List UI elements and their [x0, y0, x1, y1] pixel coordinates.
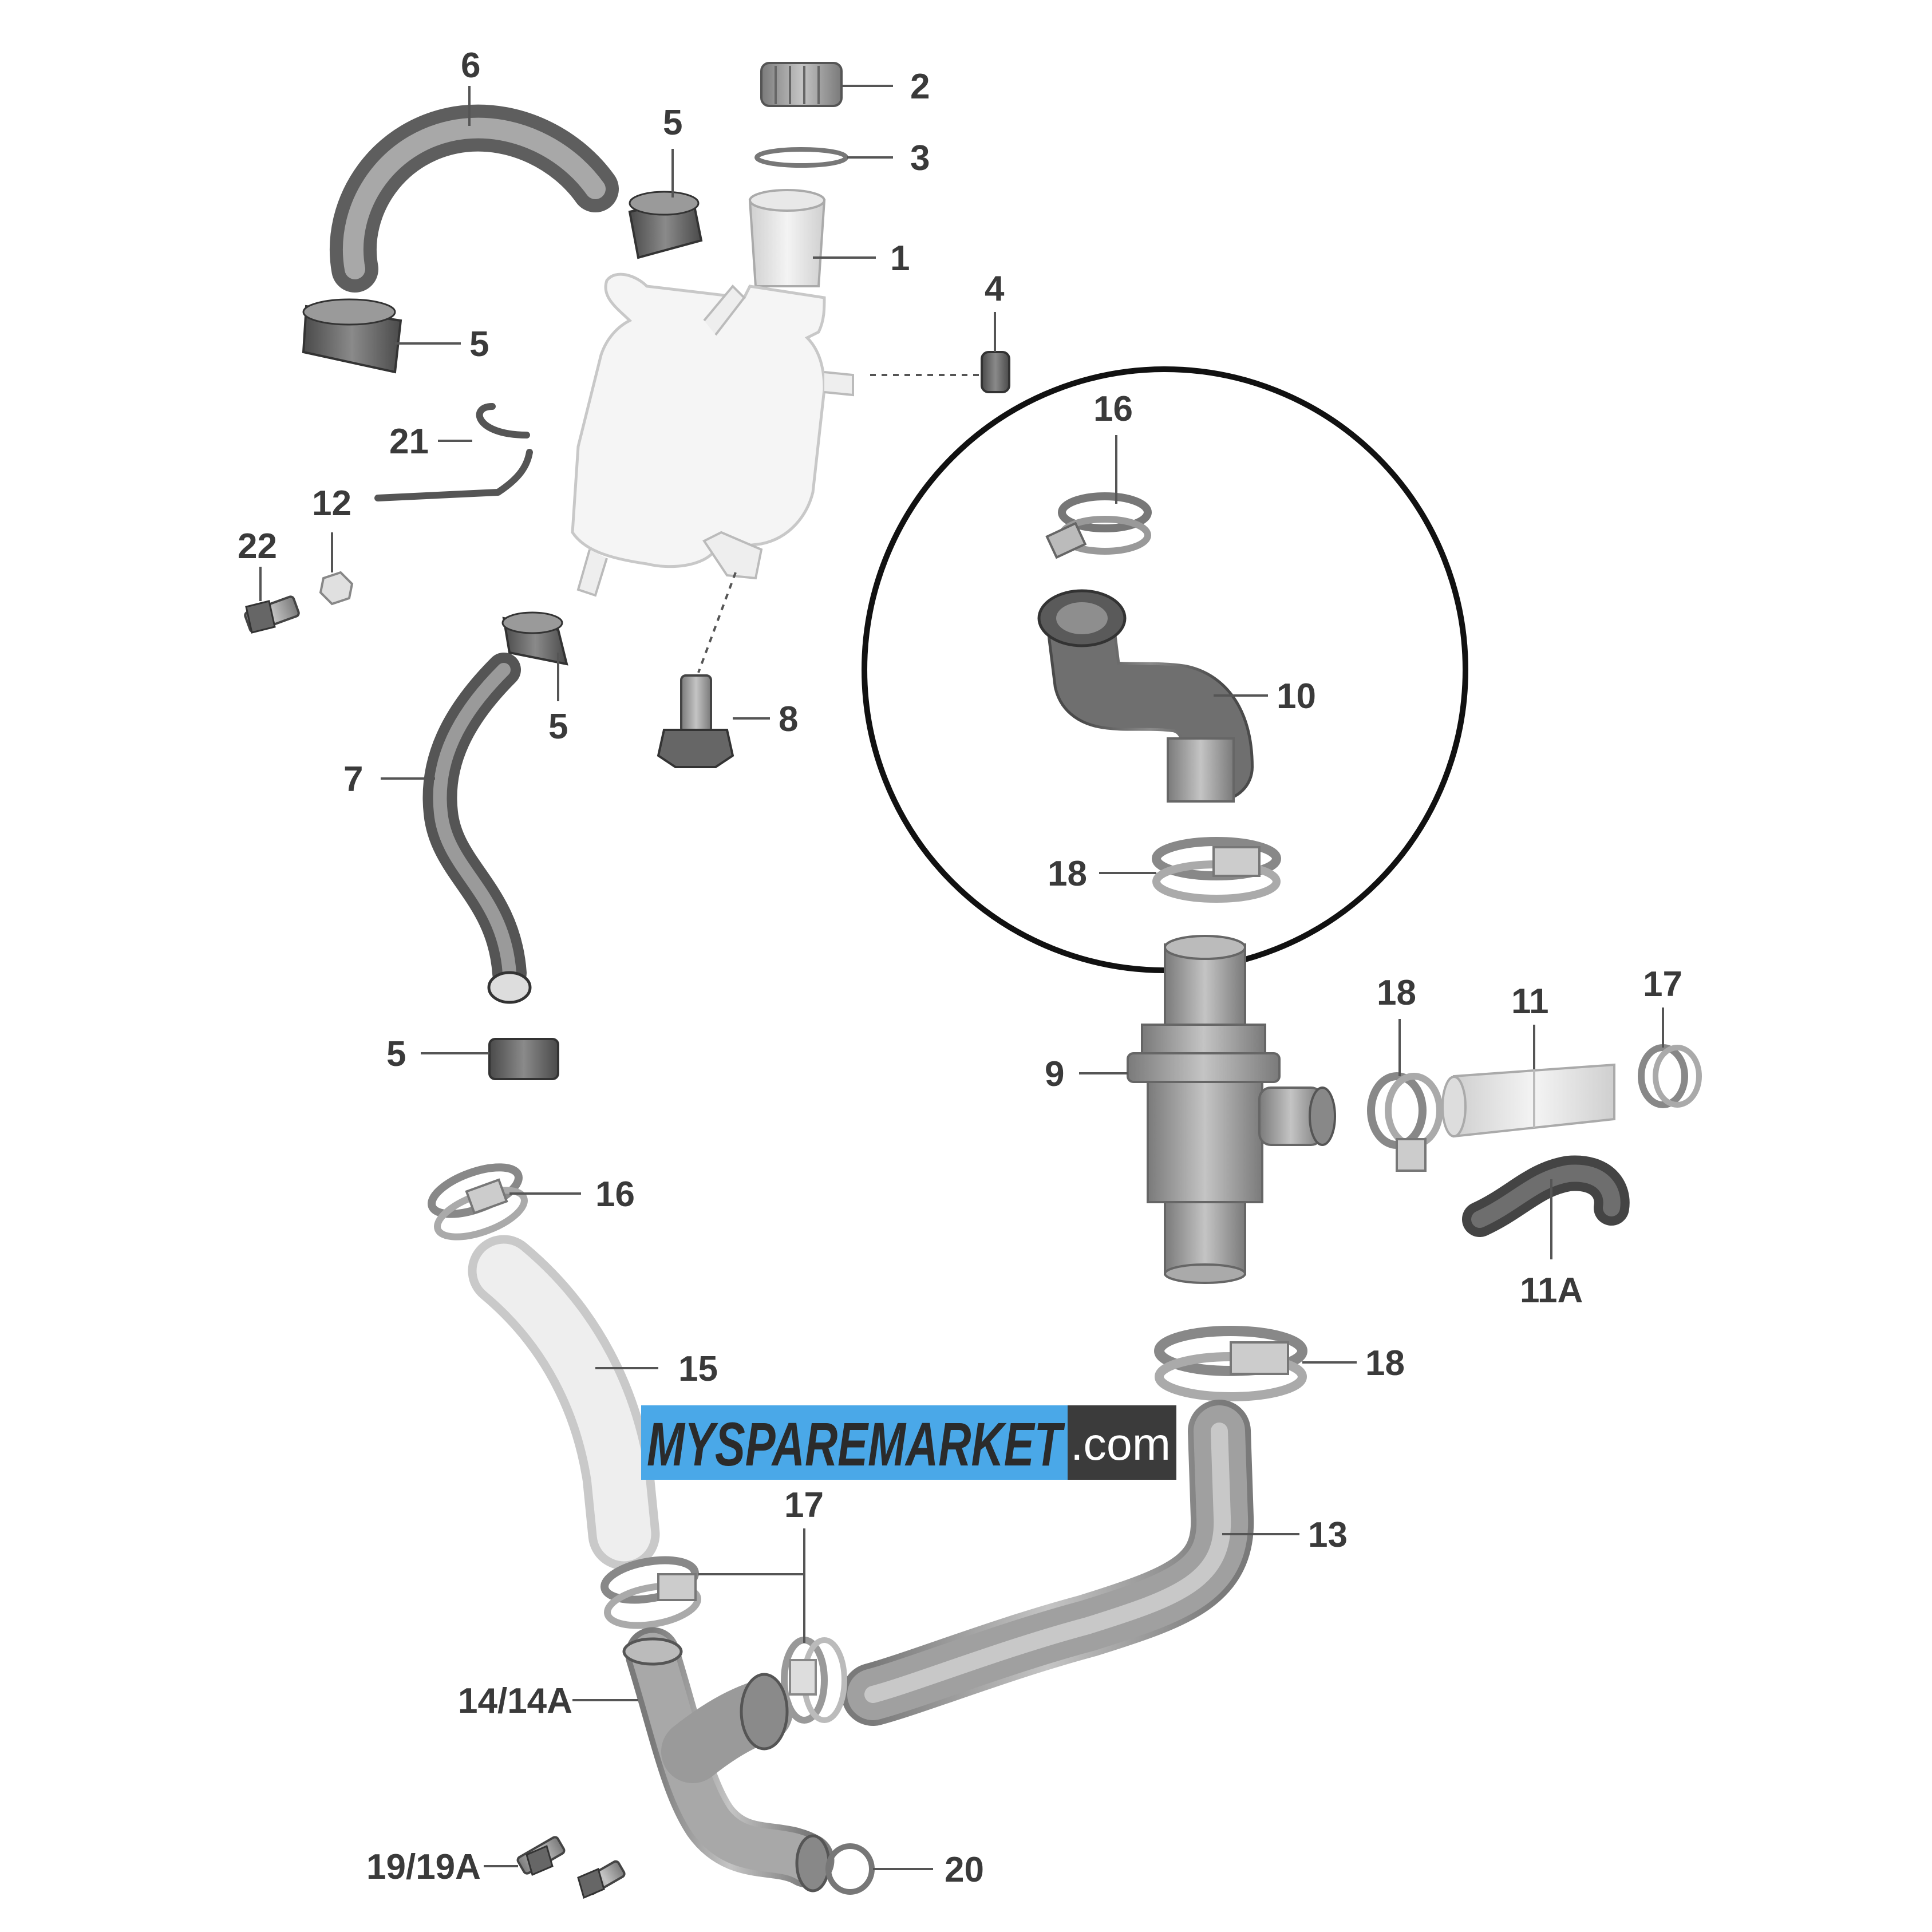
callout-5-left: 5	[469, 325, 489, 364]
part-5-clamp-left	[302, 298, 402, 374]
leader-lines	[259, 85, 1664, 1870]
part-17-clamp-left	[600, 1556, 701, 1629]
part-9-thermostat-housing	[1127, 935, 1336, 1284]
callout-labels: 2 3 1 4 5 6 5 21 12 22 5 7 8 5 16 10 18 …	[238, 46, 1682, 1890]
callout-20: 20	[945, 1850, 984, 1890]
part-20-o-ring	[825, 1843, 875, 1895]
part-4-grommet	[981, 351, 1010, 393]
part-3-o-ring	[754, 147, 848, 168]
callout-14: 14/14A	[458, 1681, 572, 1721]
part-17-clamp-right	[1638, 1044, 1702, 1108]
callout-18-lower: 18	[1365, 1344, 1405, 1383]
watermark-brand-bg	[641, 1405, 1068, 1480]
part-10-elbow-hose	[1037, 589, 1254, 803]
part-17-clamp-branch	[781, 1637, 847, 1724]
watermark-suffix-bg	[1068, 1405, 1176, 1480]
part-5-clamp-upper	[628, 191, 703, 259]
part-7-hose	[422, 653, 532, 1004]
callout-18-right: 18	[1377, 973, 1416, 1013]
callout-5-mid: 5	[548, 707, 568, 746]
callout-21: 21	[389, 422, 429, 461]
callout-17-right: 17	[1643, 965, 1682, 1004]
callout-4: 4	[985, 269, 1005, 309]
callout-2: 2	[910, 67, 930, 106]
callout-13: 13	[1308, 1515, 1348, 1555]
callout-11a: 11A	[1520, 1271, 1583, 1310]
part-1-expansion-tank	[571, 189, 854, 597]
callout-7: 7	[343, 760, 363, 799]
part-5-clamp-lower	[488, 1038, 559, 1080]
callout-3: 3	[910, 139, 930, 178]
watermark-brand: MYSPAREMARKET	[647, 1409, 1065, 1479]
part-11a-hose	[1462, 1155, 1630, 1237]
callout-10: 10	[1277, 677, 1316, 716]
part-18-clamp-lower	[1154, 1326, 1307, 1401]
part-22-bolt	[244, 595, 300, 634]
callout-16-lower: 16	[595, 1175, 635, 1214]
part-8-bolt	[657, 674, 734, 768]
part-18-clamp-right	[1367, 1072, 1443, 1172]
part-15-hose	[468, 1235, 660, 1570]
callout-19: 19/19A	[366, 1847, 481, 1887]
part-11-hose	[1441, 1063, 1615, 1138]
part-21-bracket	[374, 403, 533, 501]
callout-5-upper: 5	[663, 103, 682, 143]
part-12-nut	[319, 571, 354, 606]
part-16-clamp-lower	[428, 1163, 528, 1240]
part-5-clamp-mid	[501, 611, 568, 666]
callout-5-lower: 5	[386, 1034, 406, 1074]
part-13-hose	[841, 1400, 1254, 1726]
part-19-bolts	[516, 1836, 626, 1899]
part-6-hose	[329, 104, 619, 293]
watermark-logo: MYSPAREMARKET .com	[641, 1405, 1176, 1480]
callout-15: 15	[678, 1349, 718, 1389]
callout-1: 1	[890, 239, 910, 278]
callout-16-upper: 16	[1093, 389, 1133, 429]
callout-12: 12	[312, 484, 351, 523]
callout-11: 11	[1511, 982, 1549, 1021]
callout-17-left: 17	[784, 1485, 824, 1525]
callout-6: 6	[461, 46, 480, 85]
part-18-clamp-upper	[1152, 837, 1281, 903]
watermark-suffix: .com	[1070, 1419, 1171, 1469]
callout-8: 8	[779, 700, 798, 739]
part-2-cap	[760, 62, 843, 107]
callout-22: 22	[238, 527, 277, 566]
callout-18-upper: 18	[1048, 854, 1087, 894]
part-14-y-pipe	[622, 1627, 835, 1893]
callout-9: 9	[1045, 1054, 1064, 1094]
part-16-clamp-upper	[1045, 492, 1152, 559]
